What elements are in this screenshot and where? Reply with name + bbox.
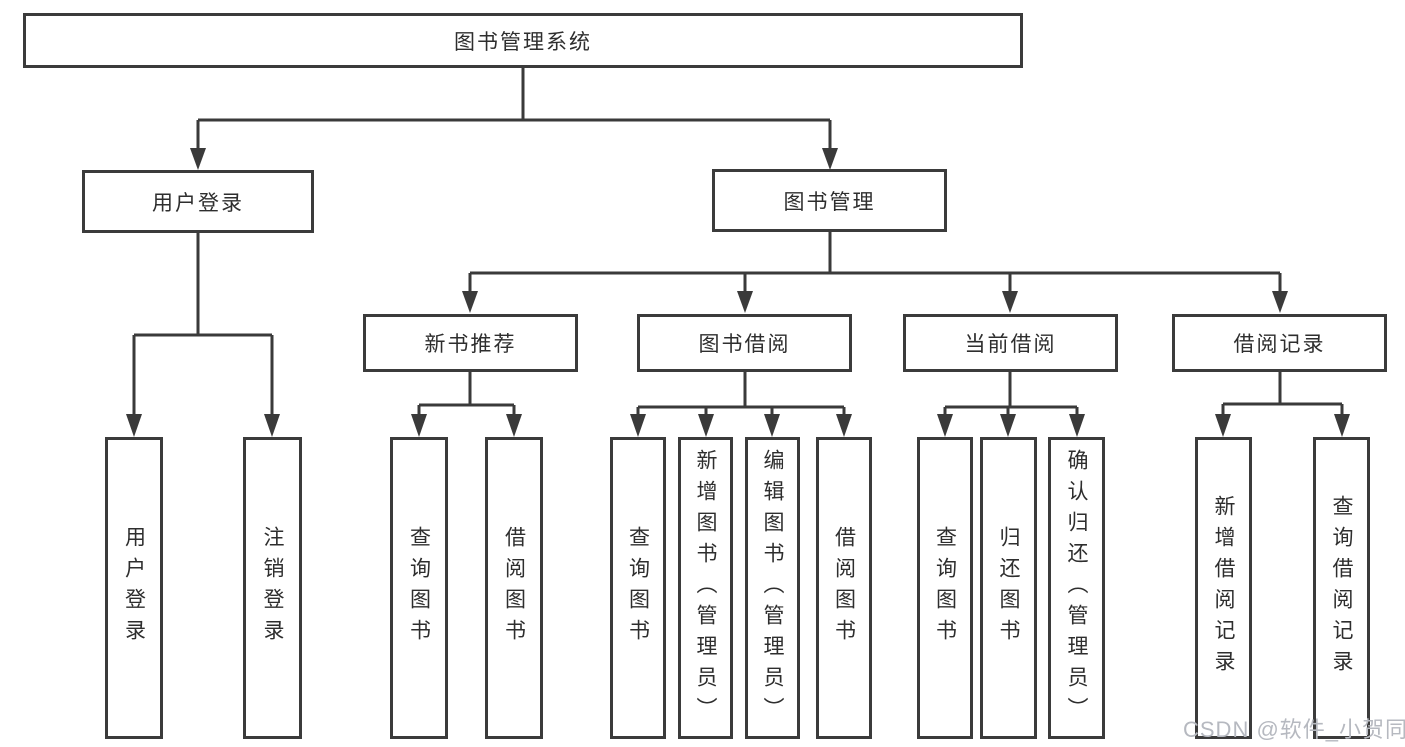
leaf-borrow-books-recommend: 借阅图书 xyxy=(485,437,543,739)
watermark: CSDN @软件_小贺同学 xyxy=(1183,717,1405,742)
leaf-query-books-current-label: 查询图书 xyxy=(933,526,957,650)
leaf-query-books-current: 查询图书 xyxy=(917,437,973,739)
leaf-logout: 注销登录 xyxy=(243,437,302,739)
node-library-management-system: 图书管理系统 xyxy=(23,13,1023,68)
leaf-confirm-return-admin: 确认归还（管理员） xyxy=(1048,437,1105,739)
leaf-add-borrow-record-label: 新增借阅记录 xyxy=(1212,495,1235,681)
leaf-user-login-label: 用户登录 xyxy=(122,526,146,650)
node-user-login: 用户登录 xyxy=(82,170,314,233)
node-borrowing-records: 借阅记录 xyxy=(1172,314,1387,372)
leaf-logout-label: 注销登录 xyxy=(261,526,284,650)
node-book-borrowing: 图书借阅 xyxy=(637,314,852,372)
leaf-query-books-recommend: 查询图书 xyxy=(390,437,448,739)
leaf-user-login: 用户登录 xyxy=(105,437,163,739)
leaf-borrow-books-borrowing: 借阅图书 xyxy=(816,437,872,739)
leaf-add-book-admin: 新增图书（管理员） xyxy=(678,437,733,739)
node-book-management: 图书管理 xyxy=(712,169,947,232)
leaf-borrow-books-recommend-label: 借阅图书 xyxy=(502,526,526,650)
leaf-add-borrow-record: 新增借阅记录 xyxy=(1195,437,1252,739)
leaf-confirm-return-admin-label: 确认归还（管理员） xyxy=(1065,448,1088,728)
leaf-return-books: 归还图书 xyxy=(980,437,1037,739)
leaf-return-books-label: 归还图书 xyxy=(997,526,1020,650)
leaf-query-books-borrowing-label: 查询图书 xyxy=(626,526,650,650)
node-new-book-recommendation: 新书推荐 xyxy=(363,314,578,372)
leaf-query-books-recommend-label: 查询图书 xyxy=(407,526,431,650)
leaf-edit-book-admin-label: 编辑图书（管理员） xyxy=(761,448,784,728)
leaf-add-book-admin-label: 新增图书（管理员） xyxy=(694,448,717,728)
leaf-edit-book-admin: 编辑图书（管理员） xyxy=(745,437,800,739)
node-current-borrowing: 当前借阅 xyxy=(903,314,1118,372)
leaf-query-borrow-record: 查询借阅记录 xyxy=(1313,437,1370,739)
leaf-borrow-books-borrowing-label: 借阅图书 xyxy=(832,526,856,650)
leaf-query-books-borrowing: 查询图书 xyxy=(610,437,666,739)
leaf-query-borrow-record-label: 查询借阅记录 xyxy=(1330,495,1353,681)
